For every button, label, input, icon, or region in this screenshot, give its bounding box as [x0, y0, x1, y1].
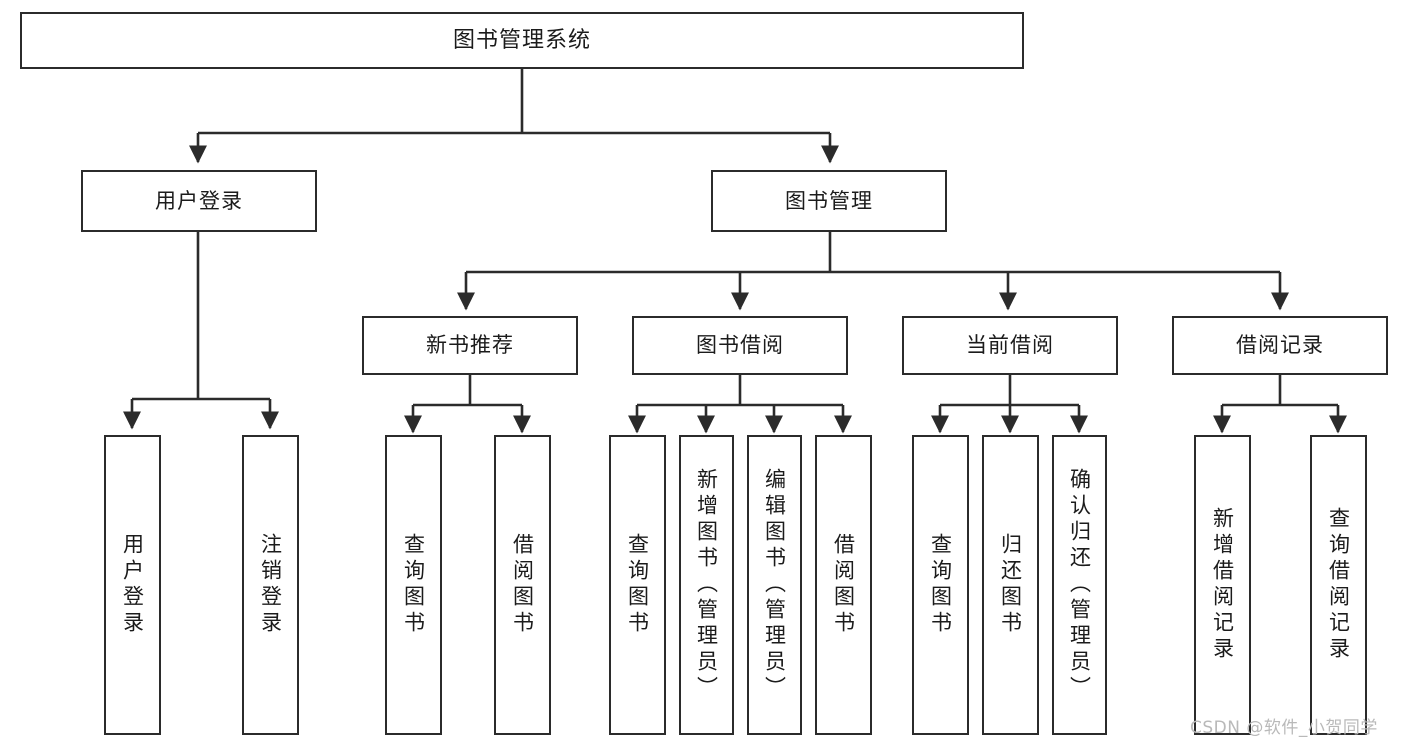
node-book-borrow[interactable]: 图书借阅	[632, 316, 848, 375]
node-leaf-query-record-label: 查询借阅记录	[1326, 507, 1351, 663]
node-leaf-return-book-label: 归还图书	[998, 533, 1023, 637]
node-book-manage-label: 图书管理	[785, 188, 873, 213]
node-book-borrow-label: 图书借阅	[696, 333, 784, 358]
node-leaf-borrow-book-2[interactable]: 借阅图书	[815, 435, 872, 735]
node-leaf-add-record-label: 新增借阅记录	[1210, 507, 1235, 663]
node-leaf-borrow-book-1[interactable]: 借阅图书	[494, 435, 551, 735]
node-leaf-confirm-return[interactable]: 确认归还（管理员）	[1052, 435, 1107, 735]
node-current-borrow-label: 当前借阅	[966, 333, 1054, 358]
node-leaf-logout-label: 注销登录	[258, 533, 283, 637]
node-leaf-query-book-3[interactable]: 查询图书	[912, 435, 969, 735]
node-leaf-query-book-2[interactable]: 查询图书	[609, 435, 666, 735]
node-user-login-label: 用户登录	[155, 188, 243, 213]
node-leaf-logout[interactable]: 注销登录	[242, 435, 299, 735]
node-leaf-return-book[interactable]: 归还图书	[982, 435, 1039, 735]
node-book-manage[interactable]: 图书管理	[711, 170, 947, 232]
node-root-label: 图书管理系统	[452, 27, 591, 53]
node-leaf-edit-book-label: 编辑图书（管理员）	[762, 468, 787, 702]
node-leaf-borrow-book-2-label: 借阅图书	[831, 533, 856, 637]
node-new-book-recommend[interactable]: 新书推荐	[362, 316, 578, 375]
node-leaf-query-book-3-label: 查询图书	[928, 533, 953, 637]
node-new-book-recommend-label: 新书推荐	[426, 333, 514, 358]
node-user-login[interactable]: 用户登录	[81, 170, 317, 232]
node-leaf-confirm-return-label: 确认归还（管理员）	[1067, 468, 1092, 702]
node-leaf-borrow-book-1-label: 借阅图书	[510, 533, 535, 637]
node-leaf-user-login-label: 用户登录	[120, 533, 145, 637]
node-leaf-user-login[interactable]: 用户登录	[104, 435, 161, 735]
node-leaf-add-book[interactable]: 新增图书（管理员）	[679, 435, 734, 735]
node-leaf-query-record[interactable]: 查询借阅记录	[1310, 435, 1367, 735]
node-leaf-query-book-1-label: 查询图书	[401, 533, 426, 637]
node-current-borrow[interactable]: 当前借阅	[902, 316, 1118, 375]
node-root[interactable]: 图书管理系统	[20, 12, 1024, 69]
node-borrow-record-label: 借阅记录	[1236, 333, 1324, 358]
node-leaf-edit-book[interactable]: 编辑图书（管理员）	[747, 435, 802, 735]
node-leaf-add-book-label: 新增图书（管理员）	[694, 468, 719, 702]
node-borrow-record[interactable]: 借阅记录	[1172, 316, 1388, 375]
node-leaf-add-record[interactable]: 新增借阅记录	[1194, 435, 1251, 735]
node-leaf-query-book-1[interactable]: 查询图书	[385, 435, 442, 735]
node-leaf-query-book-2-label: 查询图书	[625, 533, 650, 637]
